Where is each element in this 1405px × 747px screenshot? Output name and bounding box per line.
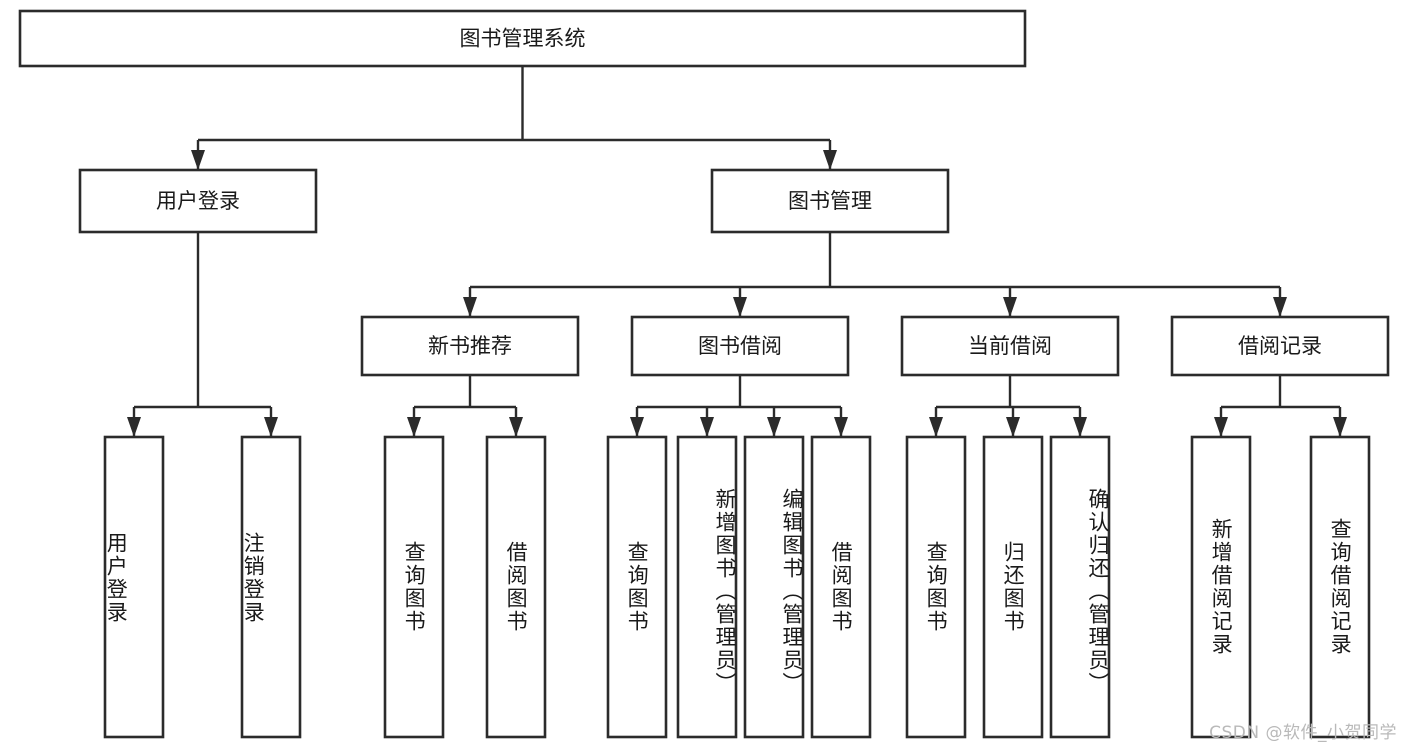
node-new-book-recommend-label: 新书推荐	[428, 334, 512, 358]
node-leaf-confirm-return[interactable]	[1049, 435, 1111, 739]
arrow-head-icon	[509, 417, 523, 437]
node-leaf-borrow-book-2[interactable]	[810, 435, 872, 739]
arrow-head-icon	[630, 417, 644, 437]
watermark-text: CSDN @软件_小贺同学	[1209, 723, 1397, 743]
node-borrow-record-label: 借阅记录	[1238, 334, 1322, 358]
node-leaf-borrow-book-1[interactable]	[485, 435, 547, 739]
node-leaf-user-login[interactable]	[103, 435, 165, 739]
node-new-book-recommend[interactable]: 新书推荐	[360, 315, 580, 377]
node-borrow-record[interactable]: 借阅记录	[1170, 315, 1390, 377]
node-leaf-query-book-2-rect[interactable]	[606, 435, 668, 739]
node-leaf-user-logout[interactable]	[240, 435, 302, 739]
arrow-head-icon	[1333, 417, 1347, 437]
arrow-head-icon	[823, 150, 837, 170]
node-book-manage-label: 图书管理	[788, 189, 872, 213]
node-leaf-borrow-book-1-rect[interactable]	[485, 435, 547, 739]
arrow-head-icon	[1073, 417, 1087, 437]
node-book-manage[interactable]: 图书管理	[710, 168, 950, 234]
arrow-head-icon	[733, 297, 747, 317]
node-leaf-query-book-3[interactable]	[905, 435, 967, 739]
arrow-head-icon	[1006, 417, 1020, 437]
arrow-head-icon	[834, 417, 848, 437]
node-leaf-query-borrow-record-rect[interactable]	[1309, 435, 1371, 739]
node-leaf-query-borrow-record[interactable]	[1309, 435, 1371, 739]
node-leaf-confirm-return-rect[interactable]	[1049, 435, 1111, 739]
node-leaf-add-borrow-record[interactable]	[1190, 435, 1252, 739]
node-current-borrow-label: 当前借阅	[968, 334, 1052, 358]
arrow-head-icon	[463, 297, 477, 317]
node-user-login-label: 用户登录	[156, 189, 240, 213]
node-leaf-add-book[interactable]	[676, 435, 738, 739]
node-leaf-return-book-rect[interactable]	[982, 435, 1044, 739]
arrow-head-icon	[127, 417, 141, 437]
node-current-borrow[interactable]: 当前借阅	[900, 315, 1120, 377]
node-leaf-query-book-1-rect[interactable]	[383, 435, 445, 739]
node-leaf-edit-book[interactable]	[743, 435, 805, 739]
node-leaf-add-borrow-record-rect[interactable]	[1190, 435, 1252, 739]
node-book-manage-rect[interactable]	[710, 168, 950, 234]
node-current-borrow-rect[interactable]	[900, 315, 1120, 377]
arrow-head-icon	[767, 417, 781, 437]
node-book-borrow[interactable]: 图书借阅	[630, 315, 850, 377]
arrow-head-icon	[700, 417, 714, 437]
node-book-borrow-rect[interactable]	[630, 315, 850, 377]
arrow-head-icon	[407, 417, 421, 437]
node-root-图书管理系统[interactable]: 图书管理系统	[18, 9, 1027, 68]
arrow-head-icon	[191, 150, 205, 170]
node-borrow-record-rect[interactable]	[1170, 315, 1390, 377]
node-leaf-add-book-rect[interactable]	[676, 435, 738, 739]
node-root-图书管理系统-label: 图书管理系统	[460, 27, 586, 51]
arrow-head-icon	[929, 417, 943, 437]
node-leaf-query-book-2[interactable]	[606, 435, 668, 739]
arrow-head-icon	[1003, 297, 1017, 317]
node-leaf-query-book-3-rect[interactable]	[905, 435, 967, 739]
node-leaf-edit-book-rect[interactable]	[743, 435, 805, 739]
arrow-head-icon	[264, 417, 278, 437]
connector-links	[127, 66, 1347, 437]
arrow-head-icon	[1273, 297, 1287, 317]
node-leaf-user-login-rect[interactable]	[103, 435, 165, 739]
arrow-head-icon	[1214, 417, 1228, 437]
node-new-book-recommend-rect[interactable]	[360, 315, 580, 377]
node-leaf-user-logout-rect[interactable]	[240, 435, 302, 739]
node-user-login[interactable]: 用户登录	[78, 168, 318, 234]
node-root-图书管理系统-rect[interactable]	[18, 9, 1027, 68]
node-leaf-query-book-1[interactable]	[383, 435, 445, 739]
node-leaf-return-book[interactable]	[982, 435, 1044, 739]
node-book-borrow-label: 图书借阅	[698, 334, 782, 358]
node-leaf-borrow-book-2-rect[interactable]	[810, 435, 872, 739]
node-user-login-rect[interactable]	[78, 168, 318, 234]
